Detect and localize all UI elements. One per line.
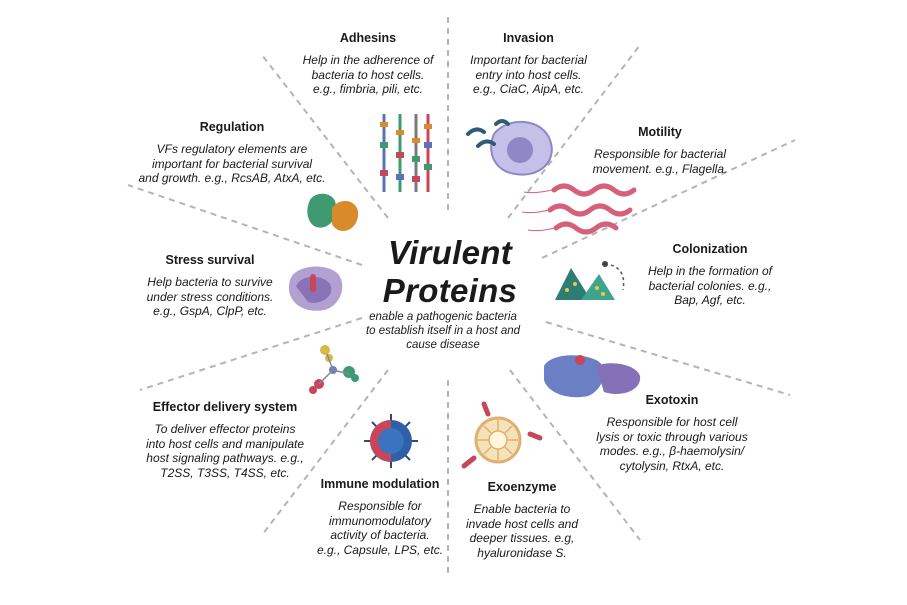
section-description: Responsible for bacterial movement. e.g.… xyxy=(585,147,735,176)
description-line: Enable bacteria to xyxy=(473,502,571,516)
description-line: movement. e.g., Flagella. xyxy=(592,161,728,176)
description-line: modes. e.g., β-haemolysin/ xyxy=(599,444,745,458)
description-line: bacterial colonies. e.g., xyxy=(648,278,772,293)
separator-line xyxy=(509,369,641,541)
center-title-line: Proteins xyxy=(382,272,518,309)
center-description: enable a pathogenic bacteria to establis… xyxy=(365,311,521,351)
regulatory-protein-icon xyxy=(307,193,359,231)
description-line: e.g., Capsule, LPS, etc. xyxy=(316,542,444,557)
section-exotoxin: Exotoxin Responsible for host cell lysis… xyxy=(586,393,758,473)
description-line: under stress conditions. xyxy=(146,289,274,304)
section-motility: Motility Responsible for bacterial movem… xyxy=(585,125,735,176)
section-adhesins: Adhesins Help in the adherence of bacter… xyxy=(283,31,453,97)
separator-line xyxy=(545,321,791,396)
description-line: activity of bacteria. xyxy=(330,528,430,542)
section-description: Help in the adherence of bacteria to hos… xyxy=(283,53,453,97)
description-line: Help in the formation of xyxy=(647,264,773,278)
description-line: bacteria to host cells. xyxy=(311,67,425,82)
description-line: Help in the adherence of xyxy=(302,53,434,67)
section-title: Immune modulation xyxy=(320,477,440,491)
section-title: Effector delivery system xyxy=(152,400,298,414)
description-line: Responsible for xyxy=(338,499,422,513)
separator-line xyxy=(261,54,389,219)
description-line: hyaluronidase S. xyxy=(477,545,567,560)
section-title: Regulation xyxy=(199,120,265,134)
separator-line xyxy=(507,44,641,219)
flagella-icon xyxy=(521,183,637,235)
description-line: host signaling pathways. e.g., xyxy=(146,451,304,465)
description-line: VFs regulatory elements are xyxy=(156,142,308,156)
description-line: into host cells and manipulate xyxy=(145,436,305,451)
section-description: Important for bacterial entry into host … xyxy=(446,53,611,97)
section-description: VFs regulatory elements are important fo… xyxy=(137,142,327,186)
separator-line xyxy=(541,139,796,259)
tissue-invasion-icon xyxy=(461,401,543,469)
description-line: Responsible for host cell xyxy=(606,415,738,429)
section-colonization: Colonization Help in the formation of ba… xyxy=(630,242,790,308)
center-title: Virulent Proteins xyxy=(380,234,520,310)
description-line: lysis or toxic through various xyxy=(596,429,748,444)
section-regulation: Regulation VFs regulatory elements are i… xyxy=(137,120,327,186)
separator-line xyxy=(127,184,363,266)
description-line: and growth. e.g., RcsAB, AtxA, etc. xyxy=(138,171,326,185)
section-immune-modulation: Immune modulation Responsible for immuno… xyxy=(300,477,460,557)
pili-fimbriae-icon xyxy=(380,114,432,192)
description-line: immunomodulatory xyxy=(328,513,432,528)
description-line: Important for bacterial xyxy=(470,53,587,67)
host-cell-invasion-icon xyxy=(466,119,553,176)
section-effector-delivery: Effector delivery system To deliver effe… xyxy=(130,400,320,480)
description-line: e.g., GspA, ClpP, etc. xyxy=(153,304,267,318)
section-title: Colonization xyxy=(672,242,748,256)
section-description: Help in the formation of bacterial colon… xyxy=(630,264,790,308)
description-line: e.g., CiaC, AipA, etc. xyxy=(473,82,584,96)
section-description: Enable bacteria to invade host cells and… xyxy=(452,502,592,560)
description-line: cytolysin, RtxA, etc. xyxy=(619,458,725,473)
bacterial-colonies-icon xyxy=(555,261,625,300)
section-description: Help bacteria to survive under stress co… xyxy=(130,275,290,319)
stressed-bacterium-icon xyxy=(288,266,343,311)
capsule-bacterium-icon xyxy=(364,414,418,468)
separator-line xyxy=(261,369,389,536)
description-line: e.g., fimbria, pili, etc. xyxy=(312,82,424,96)
center-title-line: Virulent xyxy=(387,234,513,271)
section-title: Adhesins xyxy=(339,31,397,45)
section-title: Invasion xyxy=(503,31,554,45)
description-line: deeper tissues. e.g, xyxy=(469,531,575,545)
section-description: Responsible for host cell lysis or toxic… xyxy=(586,415,758,473)
separator-line xyxy=(139,317,363,391)
section-stress-survival: Stress survival Help bacteria to survive… xyxy=(130,253,290,319)
description-line: important for bacterial survival xyxy=(151,156,313,171)
toxin-protein-icon xyxy=(544,355,641,398)
section-exoenzyme: Exoenzyme Enable bacteria to invade host… xyxy=(452,480,592,560)
section-invasion: Invasion Important for bacterial entry i… xyxy=(446,31,611,97)
description-line: Help bacteria to survive xyxy=(147,275,273,289)
description-line: T2SS, T3SS, T4SS, etc. xyxy=(160,465,290,480)
description-line: invade host cells and xyxy=(465,516,579,531)
section-title: Exoenzyme xyxy=(487,480,557,494)
section-description: To deliver effector proteins into host c… xyxy=(130,422,320,480)
secretion-system-icon xyxy=(309,345,359,394)
description-line: To deliver effector proteins xyxy=(154,422,296,436)
section-description: Responsible for immunomodulatory activit… xyxy=(300,499,460,557)
description-line: Bap, Agf, etc. xyxy=(674,293,746,307)
section-title: Stress survival xyxy=(165,253,255,267)
description-line: entry into host cells. xyxy=(475,67,582,82)
description-line: Responsible for bacterial xyxy=(593,147,727,161)
section-title: Motility xyxy=(638,125,682,139)
section-title: Exotoxin xyxy=(645,393,699,407)
